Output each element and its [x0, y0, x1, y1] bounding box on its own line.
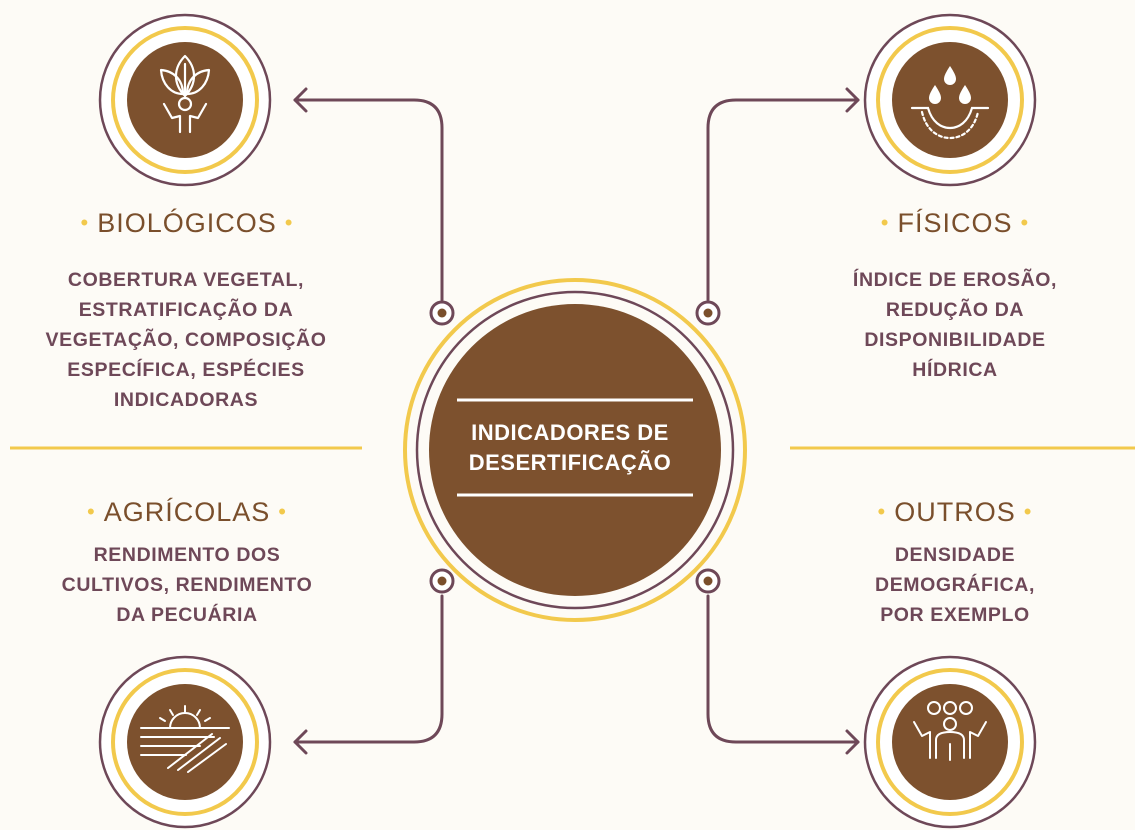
category-title: OUTROS: [894, 497, 1016, 527]
connector-dots: [429, 300, 721, 594]
description-biologicos: COBERTURA VEGETAL, ESTRATIFICAÇÃO DA VEG…: [5, 265, 367, 415]
category-title: FÍSICOS: [897, 208, 1013, 238]
water-drops-icon: [863, 13, 1037, 187]
bullet-dot: •: [278, 499, 287, 524]
description-line: DISPONIBILIDADE: [864, 329, 1046, 351]
heading-agricolas: • AGRÍCOLAS •: [60, 497, 314, 528]
description-line: ÍNDICE DE EROSÃO,: [852, 269, 1058, 291]
description-line: REDUÇÃO DA: [885, 299, 1025, 321]
description-line: DA PECUÁRIA: [116, 604, 258, 626]
description-line: DEMOGRÁFICA,: [875, 574, 1035, 596]
center-hub: [403, 278, 747, 622]
dot-top-right: [695, 300, 721, 326]
center-title: INDICADORES DE DESERTIFICAÇÃO: [440, 418, 700, 478]
bullet-dot: •: [87, 499, 96, 524]
category-title: BIOLÓGICOS: [97, 208, 277, 238]
description-agricolas: RENDIMENTO DOS CULTIVOS, RENDIMENTO DA P…: [15, 540, 359, 630]
description-outros: DENSIDADE DEMOGRÁFICA, POR EXEMPLO: [820, 540, 1090, 630]
center-title-line: INDICADORES DE: [471, 420, 669, 445]
bullet-dot: •: [80, 210, 90, 235]
connector-outros: [706, 594, 860, 744]
description-line: CULTIVOS, RENDIMENTO: [61, 574, 313, 596]
heading-outros: • OUTROS •: [855, 497, 1055, 528]
dot-bottom-left: [429, 568, 455, 594]
bullet-dot: •: [877, 499, 887, 524]
description-fisicos: ÍNDICE DE EROSÃO, REDUÇÃO DA DISPONIBILI…: [820, 265, 1090, 385]
description-line: ESTRATIFICAÇÃO DA: [78, 299, 294, 321]
description-line: VEGETAÇÃO, COMPOSIÇÃO: [45, 329, 327, 351]
category-title: AGRÍCOLAS: [103, 497, 271, 527]
description-line: HÍDRICA: [912, 359, 998, 381]
dot-bottom-right: [695, 568, 721, 594]
description-line: COBERTURA VEGETAL,: [67, 269, 305, 291]
connector-biologicos: [293, 98, 444, 302]
bullet-dot: •: [880, 210, 890, 235]
arrowhead-agricolas: [293, 729, 308, 755]
dot-top-left: [429, 300, 455, 326]
description-line: DENSIDADE: [894, 544, 1016, 566]
connector-agricolas: [293, 594, 444, 744]
description-line: ESPECÍFICA, ESPÉCIES: [67, 359, 305, 381]
connector-fisicos: [706, 98, 860, 302]
heading-fisicos: • FÍSICOS •: [855, 208, 1055, 239]
description-line: POR EXEMPLO: [880, 604, 1030, 626]
description-line: INDICADORAS: [113, 389, 259, 411]
description-line: RENDIMENTO DOS: [93, 544, 281, 566]
bullet-dot: •: [1023, 499, 1033, 524]
arrowhead-fisicos: [845, 87, 860, 113]
arrowhead-outros: [845, 729, 860, 755]
heading-biologicos: • BIOLÓGICOS •: [60, 208, 314, 239]
center-title-line: DESERTIFICAÇÃO: [468, 450, 672, 475]
bullet-dot: •: [284, 210, 294, 235]
people-group-icon: [863, 655, 1037, 829]
arrowhead-biologicos: [293, 87, 308, 113]
plant-person-icon: [98, 13, 272, 187]
bullet-dot: •: [1020, 210, 1030, 235]
sunrise-field-icon: [98, 655, 272, 829]
